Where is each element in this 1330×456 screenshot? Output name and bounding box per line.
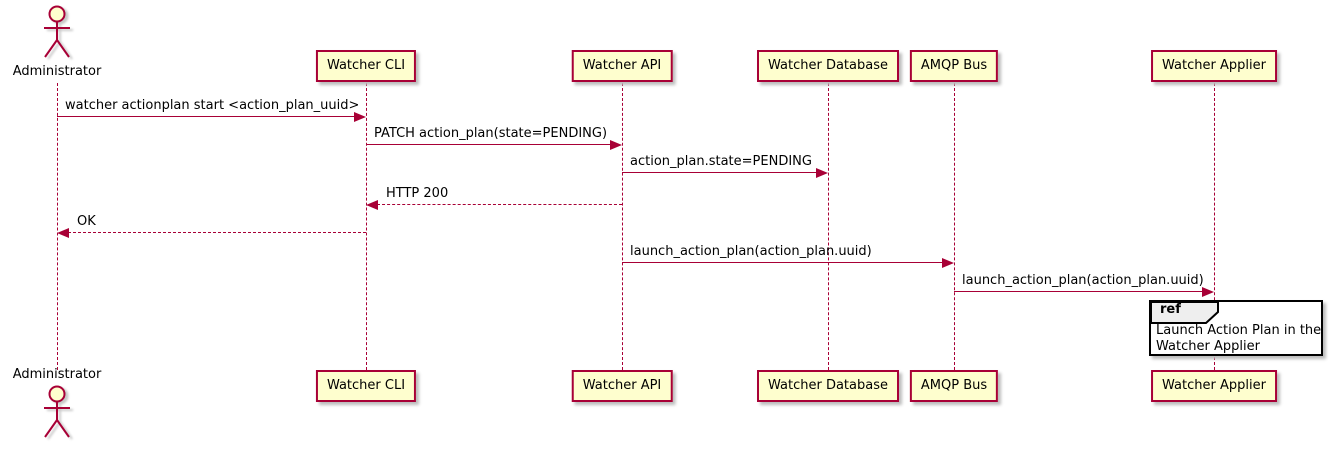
- message-arrowhead: [354, 111, 366, 122]
- participant-box-amqp-bus-bottom: AMQP Bus: [909, 370, 999, 402]
- message-label: HTTP 200: [386, 186, 449, 201]
- ref-text-line-1: Launch Action Plan in the: [1156, 323, 1322, 338]
- ref-keyword: ref: [1160, 302, 1181, 317]
- message-label: launch_action_plan(action_plan.uuid): [630, 244, 872, 259]
- participant-box-watcher-applier-bottom: Watcher Applier: [1151, 370, 1277, 402]
- message-label: OK: [77, 214, 96, 229]
- message-line: [377, 204, 622, 205]
- message-arrowhead: [816, 167, 828, 178]
- ref-text-line-2: Watcher Applier: [1156, 339, 1260, 354]
- message-label: PATCH action_plan(state=PENDING): [374, 126, 608, 141]
- message-arrowhead: [610, 139, 622, 150]
- message-line: [366, 144, 611, 145]
- actor-label-administrator-bottom: Administrator: [12, 367, 102, 382]
- lifeline-watcher-applier: [1214, 83, 1215, 370]
- participant-box-watcher-database-bottom: Watcher Database: [757, 370, 899, 402]
- message-arrowhead: [942, 257, 954, 268]
- actor-label-administrator-top: Administrator: [12, 64, 102, 79]
- message-line: [622, 262, 943, 263]
- lifeline-watcher-api: [622, 83, 623, 370]
- message-arrowhead: [1202, 286, 1214, 297]
- message-line: [68, 232, 366, 233]
- participant-box-watcher-cli-top: Watcher CLI: [315, 50, 417, 82]
- message-line: [622, 172, 817, 173]
- ref-header-shape: [1150, 301, 1219, 324]
- actor-icon-administrator-top: [35, 4, 79, 66]
- message-arrowhead: [366, 199, 378, 210]
- participant-box-watcher-database-top: Watcher Database: [757, 50, 899, 82]
- participant-box-watcher-applier-top: Watcher Applier: [1151, 50, 1277, 82]
- message-line: [57, 116, 355, 117]
- lifeline-watcher-cli: [366, 83, 367, 370]
- message-label: launch_action_plan(action_plan.uuid): [962, 273, 1204, 288]
- ref-fragment: ref Launch Action Plan in the Watcher Ap…: [1149, 300, 1323, 356]
- participant-box-watcher-cli-bottom: Watcher CLI: [315, 370, 417, 402]
- participant-box-watcher-api-top: Watcher API: [571, 50, 673, 82]
- ref-fragment-header: ref: [1150, 301, 1220, 324]
- message-line: [954, 291, 1203, 292]
- actor-icon-administrator-bottom: [35, 384, 79, 446]
- message-label: watcher actionplan start <action_plan_uu…: [65, 98, 360, 113]
- participant-box-amqp-bus-top: AMQP Bus: [909, 50, 999, 82]
- message-arrowhead: [57, 227, 69, 238]
- ref-fragment-text: Launch Action Plan in the Watcher Applie…: [1156, 323, 1322, 355]
- lifeline-amqp-bus: [954, 83, 955, 370]
- lifeline-administrator: [57, 83, 58, 370]
- lifeline-watcher-database: [828, 83, 829, 370]
- participant-box-watcher-api-bottom: Watcher API: [571, 370, 673, 402]
- message-label: action_plan.state=PENDING: [630, 154, 812, 169]
